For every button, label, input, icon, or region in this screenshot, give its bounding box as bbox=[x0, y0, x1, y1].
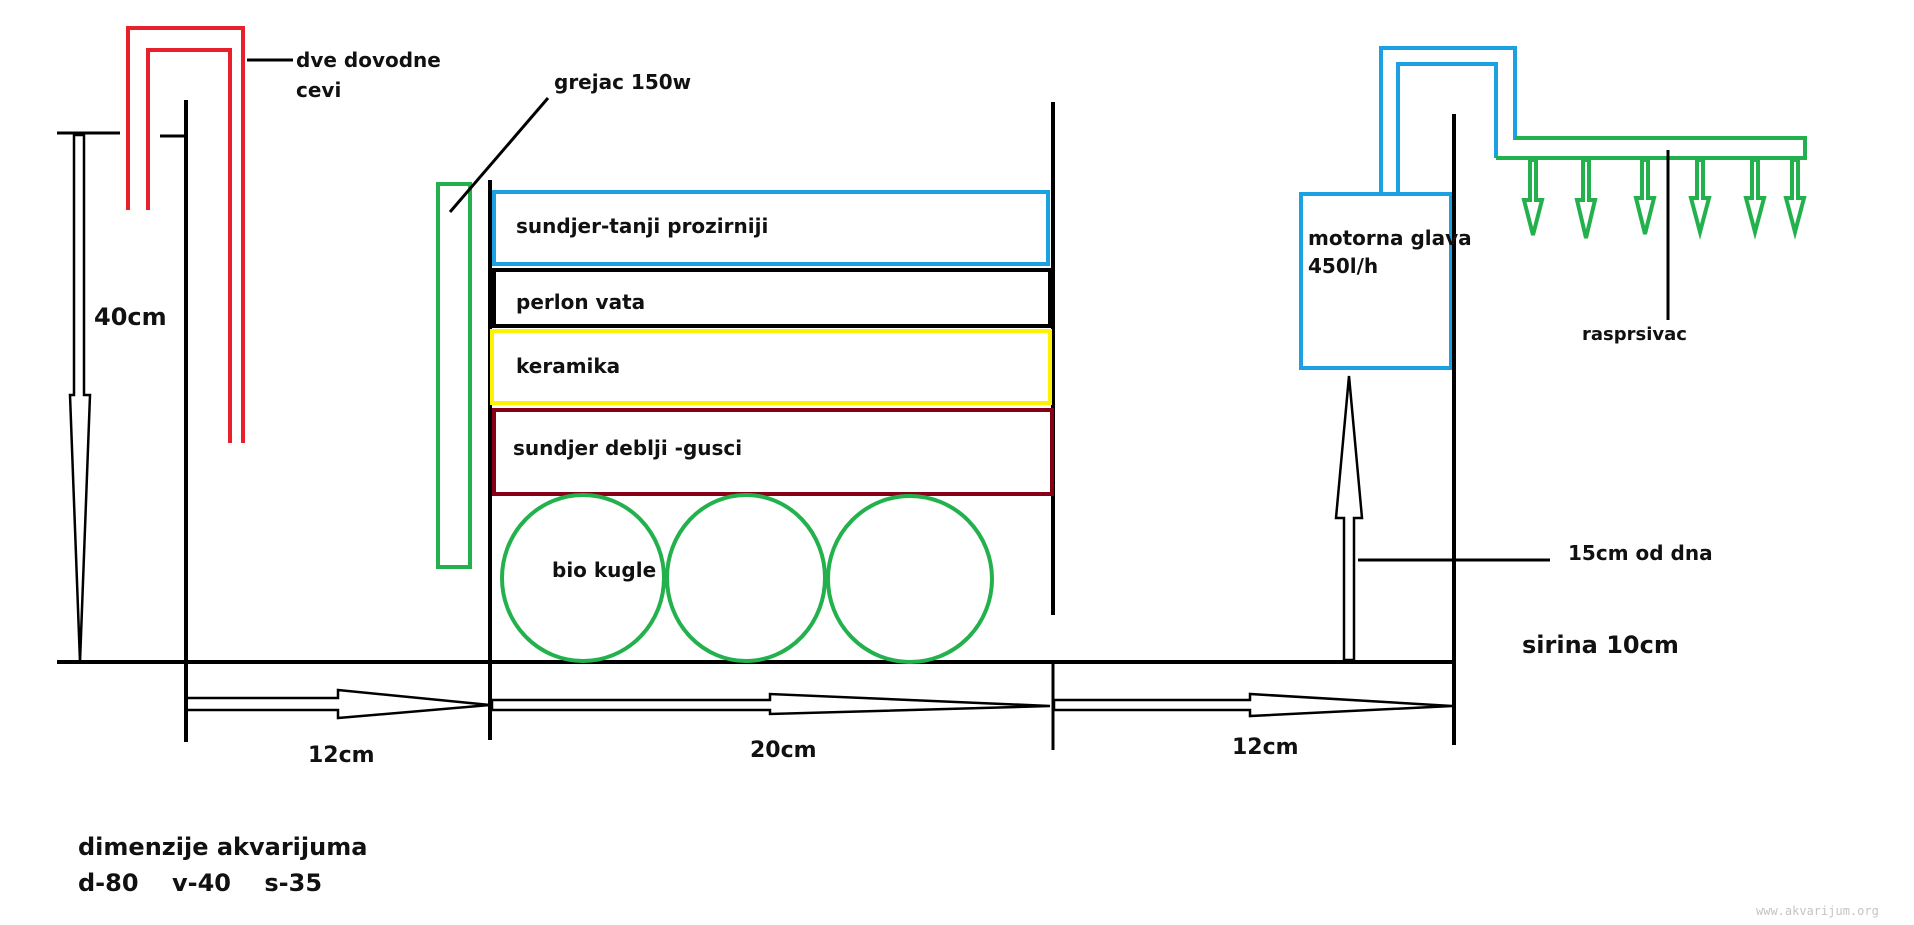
height-dimension-arrow bbox=[68, 133, 92, 663]
bio-ball bbox=[500, 493, 666, 663]
label-bio-balls: bio kugle bbox=[552, 558, 657, 582]
media-layer-thick-sponge bbox=[492, 408, 1054, 496]
aquarium-dimensions-values: d-80 v-40 s-35 bbox=[78, 869, 323, 897]
dim-arrow-right bbox=[1052, 692, 1453, 718]
label-pump-head: motorna glava bbox=[1308, 226, 1472, 250]
spray-nozzle bbox=[1783, 158, 1807, 240]
label-thin-sponge: sundjer-tanji prozirniji bbox=[516, 214, 769, 238]
label-intake-height: 15cm od dna bbox=[1568, 541, 1713, 565]
heater-pointer-line bbox=[448, 97, 550, 213]
inlet-pipe-outer bbox=[126, 26, 245, 443]
label-dim-middle: 20cm bbox=[750, 738, 817, 763]
label-thick-sponge: sundjer deblji -gusci bbox=[513, 436, 743, 460]
bio-ball bbox=[826, 494, 994, 664]
label-inlet-pipes: dve dovodne bbox=[296, 48, 441, 72]
media-layer-perlon bbox=[492, 268, 1052, 328]
aquarium-dimensions-title: dimenzije akvarijuma bbox=[78, 833, 368, 861]
dim-arrow-left bbox=[184, 688, 491, 720]
label-ceramic: keramika bbox=[516, 354, 621, 378]
media-layer-thin-sponge bbox=[492, 190, 1050, 266]
bio-ball bbox=[665, 493, 827, 663]
label-inlet-pipes-2: cevi bbox=[296, 78, 342, 102]
heater-icon bbox=[436, 182, 472, 569]
label-heater: grejac 150w bbox=[554, 70, 692, 94]
intake-arrow bbox=[1334, 375, 1364, 662]
dim-arrow-middle bbox=[490, 692, 1051, 716]
label-sprayer: rasprsivac bbox=[1582, 324, 1687, 345]
label-width: sirina 10cm bbox=[1522, 631, 1679, 659]
spray-nozzle bbox=[1633, 158, 1657, 235]
spray-bar bbox=[1496, 136, 1807, 240]
inlet-pipes bbox=[126, 26, 245, 443]
outlet-pipe bbox=[1379, 46, 1517, 194]
label-dim-right: 12cm bbox=[1232, 735, 1299, 760]
pump-head bbox=[1299, 192, 1453, 370]
label-perlon: perlon vata bbox=[516, 290, 646, 314]
bio-balls bbox=[500, 493, 994, 664]
spray-nozzle bbox=[1688, 158, 1712, 240]
inlet-pipe-inner bbox=[146, 48, 232, 443]
label-pump-flow: 450l/h bbox=[1308, 254, 1379, 278]
watermark: www.akvarijum.org bbox=[1756, 904, 1879, 918]
spray-nozzle bbox=[1574, 158, 1598, 239]
width-dimension-arrows bbox=[184, 688, 1453, 720]
media-layer-ceramic bbox=[490, 329, 1052, 405]
label-dim-left: 12cm bbox=[308, 743, 375, 768]
spray-nozzle bbox=[1521, 158, 1545, 236]
label-height: 40cm bbox=[94, 303, 167, 331]
spray-nozzle bbox=[1743, 158, 1767, 240]
